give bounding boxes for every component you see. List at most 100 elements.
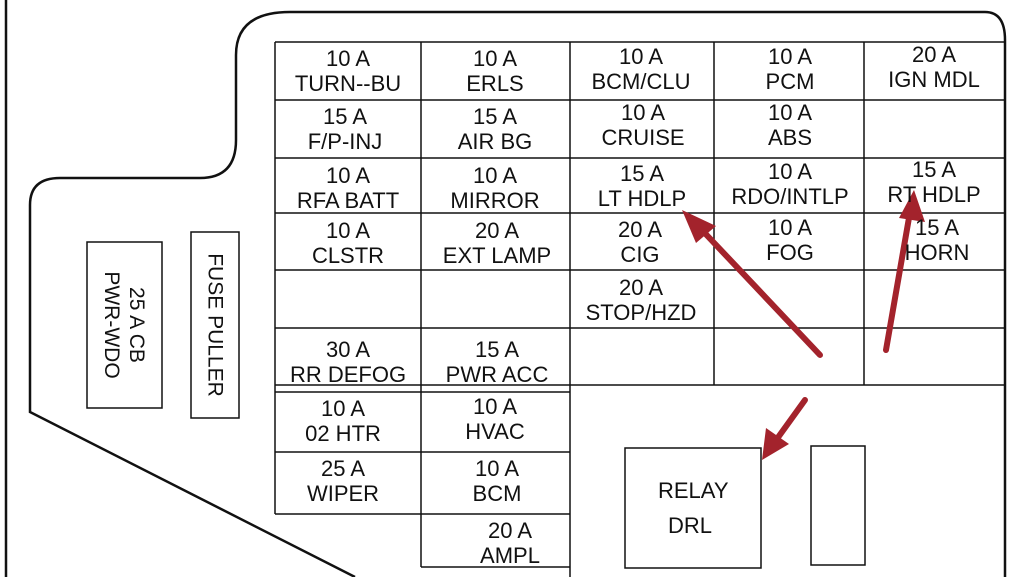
fuse-amperage: 10 A [474, 456, 520, 481]
fuse-circuit-name: 02 HTR [305, 421, 381, 446]
fuse-circuit-name: CIG [620, 242, 660, 267]
fuse-amperage: 20 A [911, 42, 957, 67]
fuse-circuit-name: IGN MDL [888, 67, 980, 92]
fuse-circuit-name: AMPL [480, 543, 540, 568]
fuse-amperage: 10 A [767, 215, 813, 240]
fuse-amperage: 10 A [620, 100, 666, 125]
fuse-circuit-name: RT HDLP [887, 182, 981, 207]
arrow-rt-hdlp-head [899, 190, 925, 222]
fuse-amperage: 10 A [472, 163, 518, 188]
highlight-arrows [682, 190, 925, 460]
fuse-circuit-name: CRUISE [601, 125, 685, 150]
fuse-amperage: 10 A [325, 218, 371, 243]
fuse-circuit-name: RFA BATT [296, 188, 400, 213]
fuse-amperage: 10 A [767, 159, 813, 184]
fuse-circuit-name: STOP/HZD [585, 300, 697, 325]
circuit-breaker-name: PWR-WDO [100, 271, 123, 379]
fuse-panel-outline [4, 0, 1007, 577]
fuse-amperage: 10 A [472, 394, 518, 419]
fuse-amperage: 10 A [767, 100, 813, 125]
fuse-amperage: 15 A [322, 104, 368, 129]
relay-slot-empty [810, 445, 866, 566]
fuse-circuit-name: FOG [766, 240, 814, 265]
fuse-amperage: 15 A [619, 161, 665, 186]
fuse-amperage: 20 A [487, 518, 533, 543]
fuse-amperage: 15 A [914, 215, 960, 240]
fuse-amperage: 15 A [472, 104, 518, 129]
fuse-amperage: 10 A [767, 44, 813, 69]
circuit-breaker-box [86, 241, 163, 409]
fuse-circuit-name: WIPER [306, 481, 380, 506]
fuse-amperage: 25 A [320, 456, 366, 481]
fuse-circuit-name: CLSTR [311, 243, 385, 268]
fuse-circuit-name: PWR ACC [445, 362, 549, 387]
fuse-amperage: 15 A [474, 337, 520, 362]
fuse-circuit-name: ERLS [466, 71, 524, 96]
fuse-circuit-name: MIRROR [450, 188, 540, 213]
fuse-amperage: 30 A [325, 337, 371, 362]
fuse-circuit-name: RR DEFOG [289, 362, 407, 387]
fuse-amperage: 10 A [320, 396, 366, 421]
fuse-puller-text: FUSE PULLER [203, 253, 227, 397]
fuse-circuit-name: F/P-INJ [307, 129, 383, 154]
arrow-rt-hdlp [883, 209, 913, 353]
fuse-circuit-name: BCM/CLU [591, 69, 691, 94]
fuse-circuit-name: HVAC [465, 419, 525, 444]
fuse-puller-label: FUSE PULLER [203, 253, 228, 397]
fuse-grid [274, 41, 1006, 577]
arrow-relay-drl-head [762, 428, 789, 460]
fuse-circuit-name: RDO/INTLP [731, 184, 849, 209]
fuse-circuit-name: BCM [472, 481, 522, 506]
fuse-amperage: 10 A [325, 163, 371, 188]
drl-relay-box [624, 447, 762, 569]
fuse-amperage: 10 A [472, 46, 518, 71]
fuse-circuit-name: PCM [765, 69, 815, 94]
fuse-circuit-name: HORN [904, 240, 970, 265]
arrow-lt-hdlp [697, 225, 823, 358]
relay-line2: DRL [668, 513, 713, 538]
relay-line1: RELAY [658, 478, 729, 503]
fuse-puller-box [190, 231, 240, 419]
fuse-amperage: 10 A [325, 46, 371, 71]
fuse-amperage: 15 A [911, 157, 957, 182]
fuse-circuit-name: TURN--BU [294, 71, 402, 96]
fuse-amperage: 20 A [617, 217, 663, 242]
circuit-breaker-label: 25 A CB PWR-WDO [99, 271, 149, 378]
fuse-circuit-name: AIR BG [457, 129, 533, 154]
fuse-circuit-name: EXT LAMP [442, 243, 552, 268]
fuse-amperage: 20 A [618, 275, 664, 300]
arrow-relay-drl [771, 397, 808, 446]
fuse-circuit-name: ABS [767, 125, 813, 150]
arrow-lt-hdlp-head [682, 210, 716, 243]
fuse-amperage: 10 A [618, 44, 664, 69]
fuse-amperage: 20 A [474, 218, 520, 243]
